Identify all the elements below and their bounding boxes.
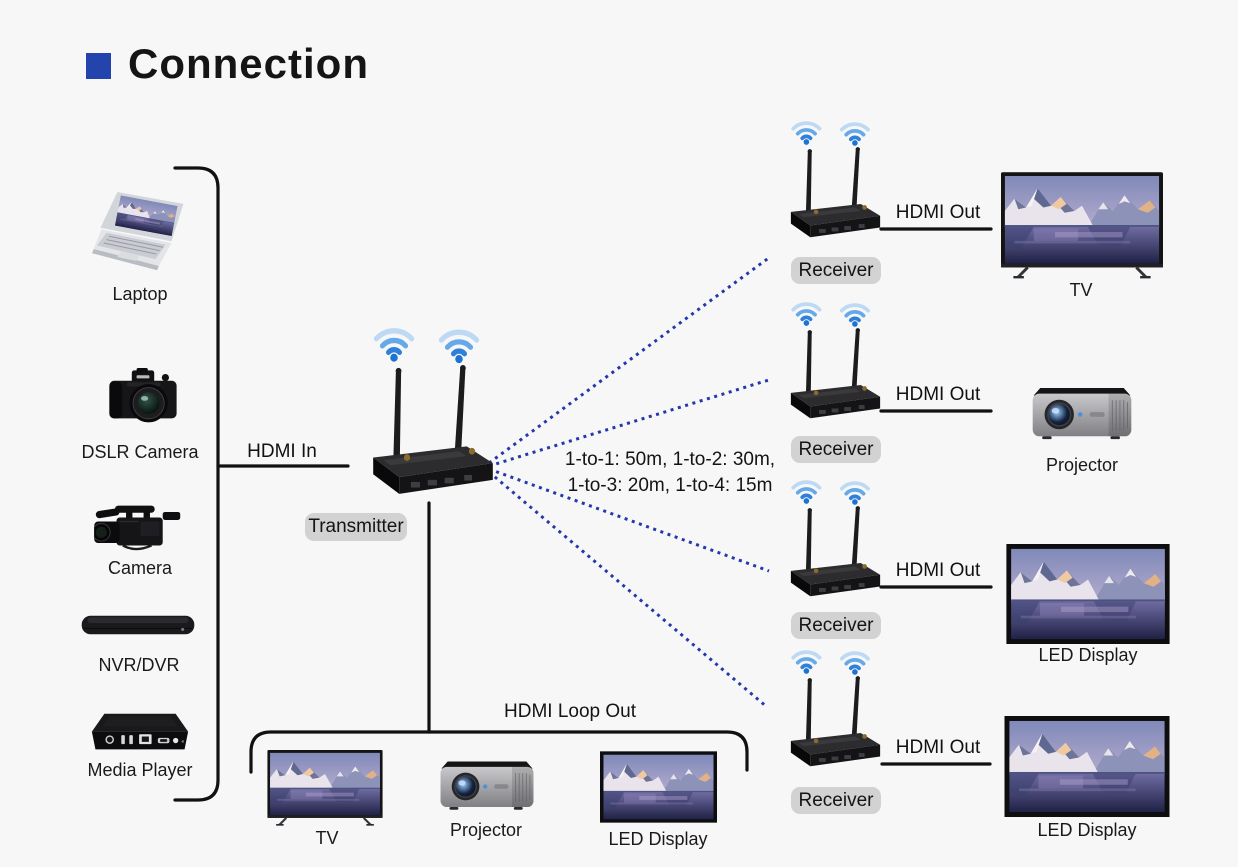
hdmi-out-label: HDMI Out	[895, 737, 981, 758]
source-bracket-line	[173, 166, 220, 802]
projector-icon	[1031, 387, 1133, 440]
led-display-icon	[1006, 544, 1170, 644]
projector-icon	[439, 760, 535, 811]
nvr-dvr-icon	[81, 615, 195, 635]
source-label: NVR/DVR	[98, 655, 180, 675]
tv-icon	[267, 750, 383, 826]
tv-icon	[1001, 172, 1163, 279]
receiver-badge: Receiver	[791, 436, 881, 463]
hdmi-out-label: HDMI Out	[895, 384, 981, 405]
receiver-display-label: LED Display	[1037, 820, 1137, 840]
media-player-icon	[91, 713, 189, 751]
source-label: Laptop	[112, 284, 168, 304]
video-camera-icon	[94, 504, 182, 551]
page-title: Connection	[86, 40, 369, 88]
led-display-icon	[1004, 716, 1170, 817]
receiver-badge: Receiver	[791, 257, 881, 284]
wireless-link-4	[488, 470, 768, 709]
receiver-icon	[787, 117, 884, 250]
receiver-display-label: LED Display	[1038, 645, 1138, 665]
loop-device-label: TV	[315, 828, 339, 848]
receiver-display-label: TV	[1069, 280, 1093, 300]
receiver-icon	[787, 646, 884, 779]
receiver-badge: Receiver	[791, 787, 881, 814]
loop-device-label: Projector	[449, 820, 523, 840]
title-bullet-square	[86, 53, 111, 79]
range-note: 1-to-1: 50m, 1-to-2: 30m, 1-to-3: 20m, 1…	[545, 447, 795, 498]
hdmi-loop-out-label: HDMI Loop Out	[504, 701, 636, 722]
dslr-camera-icon	[109, 368, 178, 423]
receiver-icon	[787, 476, 884, 609]
receiver-display-label: Projector	[1045, 455, 1119, 475]
hdmi-out-label: HDMI Out	[895, 202, 981, 223]
led-display-icon	[600, 751, 717, 823]
transmitter-badge: Transmitter	[305, 513, 407, 541]
hdmi-in-label: HDMI In	[247, 441, 317, 462]
source-label: Media Player	[87, 760, 193, 780]
source-label: Camera	[107, 558, 173, 578]
wireless-link-1	[488, 255, 771, 465]
transmitter-icon	[368, 322, 498, 512]
source-label: DSLR Camera	[81, 442, 199, 462]
page-title-text: Connection	[128, 40, 369, 87]
loop-device-label: LED Display	[608, 829, 708, 849]
laptop-icon	[92, 192, 202, 277]
loop-out-bracket-line	[249, 730, 749, 774]
receiver-icon	[787, 298, 884, 431]
range-note-line1: 1-to-1: 50m, 1-to-2: 30m,	[564, 449, 776, 470]
receiver-badge: Receiver	[791, 612, 881, 639]
range-note-line2: 1-to-3: 20m, 1-to-4: 15m	[567, 474, 773, 496]
hdmi-out-label: HDMI Out	[895, 560, 981, 581]
